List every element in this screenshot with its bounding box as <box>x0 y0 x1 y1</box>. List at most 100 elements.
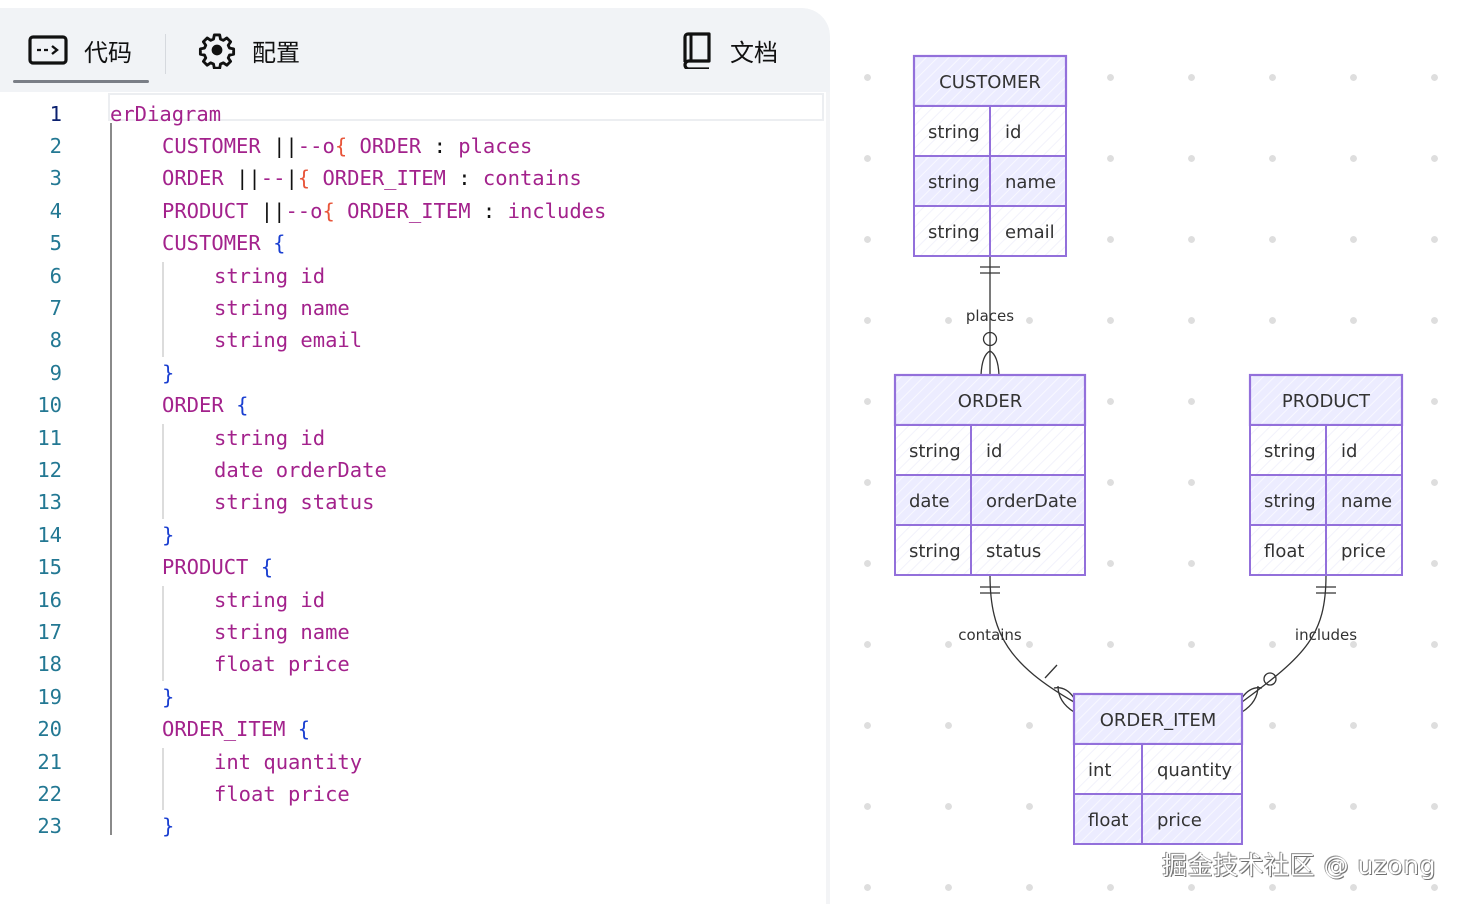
code-text: string id <box>214 422 325 454</box>
code-token: string id <box>214 263 326 288</box>
attribute-name-cell <box>970 474 1086 526</box>
code-text: PRODUCT { <box>162 551 273 583</box>
code-line[interactable]: 15 PRODUCT { <box>0 551 826 583</box>
indent-guide <box>162 261 164 357</box>
attribute-name: orderDate <box>986 491 1077 512</box>
active-tab-indicator <box>13 80 149 83</box>
relationship-label: contains <box>958 626 1022 644</box>
code-token: | <box>285 166 298 191</box>
relationship-line <box>989 574 1075 703</box>
attribute-type-cell <box>894 424 972 476</box>
code-token: --o <box>285 198 323 223</box>
line-number: 20 <box>37 717 62 742</box>
relationship-label: includes <box>1295 626 1357 644</box>
code-token: ORDER_ITEM <box>334 198 483 223</box>
tab-docs[interactable]: 文档 <box>680 26 778 74</box>
attribute-name: id <box>986 441 1002 462</box>
indent-guide <box>162 747 164 811</box>
entity-name: ORDER <box>958 391 1022 412</box>
relationship-label: places <box>966 307 1014 325</box>
code-text: PRODUCT ||--o{ ORDER_ITEM : includes <box>162 195 606 227</box>
line-number: 15 <box>37 555 62 580</box>
entity-name: CUSTOMER <box>939 72 1041 93</box>
attribute-name: id <box>1005 122 1021 143</box>
line-number: 5 <box>49 231 62 256</box>
attribute-name: price <box>1157 810 1202 831</box>
attribute-name: id <box>1341 441 1357 462</box>
code-line[interactable]: 22 float price <box>0 778 826 810</box>
code-line[interactable]: 19} <box>0 681 826 713</box>
code-token: : <box>433 133 446 158</box>
fold-guide <box>110 123 112 835</box>
indent-guide <box>162 585 164 681</box>
code-token: string status <box>214 490 375 515</box>
code-line[interactable]: 9} <box>0 357 826 389</box>
code-line[interactable]: 11 string id <box>0 422 826 454</box>
code-text: float price <box>214 648 350 680</box>
line-number: 11 <box>37 425 62 450</box>
cardinality-exactly-one-marker <box>1316 586 1336 594</box>
line-number: 8 <box>49 328 62 353</box>
code-text: } <box>162 681 174 713</box>
code-token: string id <box>214 587 326 612</box>
code-token: { <box>297 717 311 742</box>
code-line[interactable]: 14} <box>0 519 826 551</box>
attribute-type: string <box>1264 441 1316 462</box>
line-number: 14 <box>37 522 62 547</box>
attribute-type-cell <box>894 474 972 526</box>
code-token: ORDER <box>162 393 237 418</box>
code-line[interactable]: 8 string email <box>0 324 826 356</box>
line-number: 4 <box>49 198 62 223</box>
line-number: 17 <box>37 619 62 644</box>
tab-config[interactable]: 配置 <box>198 26 300 74</box>
line-number: 16 <box>37 587 62 612</box>
code-token: places <box>445 133 533 158</box>
line-number: 3 <box>49 166 62 191</box>
line-number: 23 <box>37 814 62 839</box>
code-line[interactable]: 4 PRODUCT ||--o{ ORDER_ITEM : includes <box>0 195 826 227</box>
toolbar-divider <box>165 34 166 74</box>
code-line[interactable]: 23} <box>0 810 826 842</box>
book-icon <box>680 31 714 69</box>
line-number: 19 <box>37 684 62 709</box>
code-token: || <box>273 133 298 158</box>
code-text: float price <box>214 778 350 810</box>
code-token: { <box>273 231 286 256</box>
line-number: 22 <box>37 781 62 806</box>
code-text: string id <box>214 584 325 616</box>
watermark: 掘金技术社区 @ uzong <box>1162 851 1436 880</box>
cardinality-exactly-one-marker <box>980 586 1000 594</box>
tab-code[interactable]: 代码 <box>28 26 132 74</box>
code-line[interactable]: 16 string id <box>0 584 826 616</box>
code-text: } <box>162 810 174 842</box>
entity-name: ORDER_ITEM <box>1100 710 1217 731</box>
entity-header-box <box>1248 373 1404 427</box>
entity-header-box <box>912 54 1068 108</box>
attribute-name-cell <box>1325 524 1403 576</box>
code-token: -- <box>260 166 286 191</box>
indent-guide <box>162 423 164 519</box>
code-text: string name <box>214 616 350 648</box>
cardinality-one-marker <box>1044 664 1058 679</box>
attribute-type-cell <box>1249 474 1327 526</box>
code-token: string email <box>214 328 363 353</box>
code-line[interactable]: 17 string name <box>0 616 826 648</box>
